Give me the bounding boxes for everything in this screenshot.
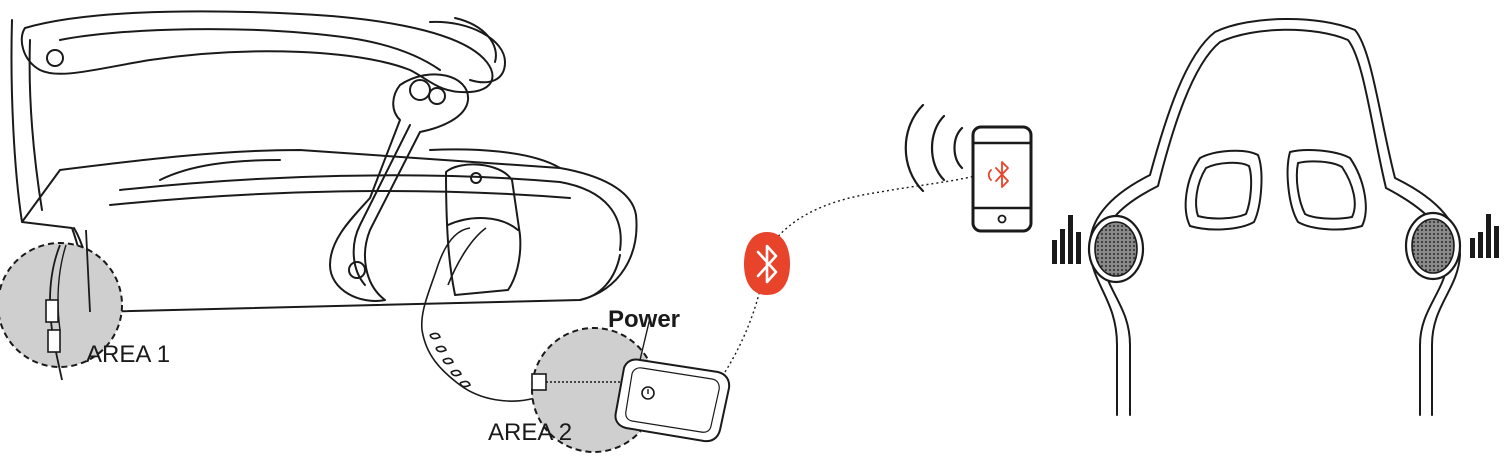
chair-side-view [10, 10, 638, 313]
wireless-signal-icon [904, 103, 964, 193]
chair-back-view [1088, 18, 1461, 416]
area-1-callout: AREA 1 [0, 229, 170, 381]
area-1-label: AREA 1 [86, 341, 170, 368]
coiled-audio-cable [420, 227, 536, 402]
sound-level-icon-right [1470, 214, 1499, 258]
bluetooth-icon [744, 232, 790, 295]
sound-level-icon-left [1052, 215, 1081, 264]
bluetooth-receiver: Power [608, 306, 731, 443]
power-label: Power [608, 306, 680, 333]
wireless-link-line [724, 175, 976, 373]
left-speaker [1087, 214, 1145, 284]
smartphone-icon [971, 125, 1033, 233]
phone-bluetooth-icon [987, 161, 1009, 188]
area-2-label: AREA 2 [488, 419, 572, 446]
right-speaker [1404, 211, 1462, 281]
